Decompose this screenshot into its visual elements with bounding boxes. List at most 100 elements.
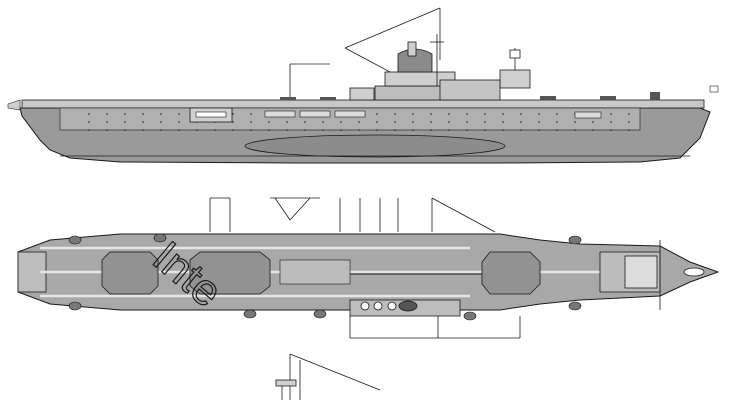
porthole	[502, 113, 504, 115]
porthole	[520, 121, 522, 123]
porthole	[466, 113, 468, 115]
porthole	[196, 129, 198, 131]
partial-view	[275, 353, 381, 400]
porthole	[376, 121, 378, 123]
boat	[299, 110, 331, 118]
island-plan	[349, 299, 521, 339]
deck-mounts	[280, 92, 660, 100]
boat	[195, 111, 227, 118]
porthole	[124, 121, 126, 123]
porthole	[538, 129, 540, 131]
porthole	[430, 113, 432, 115]
deck-panel	[279, 259, 351, 285]
side-view	[7, 7, 719, 164]
porthole	[628, 121, 630, 123]
porthole	[178, 121, 180, 123]
porthole	[286, 121, 288, 123]
porthole	[106, 129, 108, 131]
porthole	[556, 121, 558, 123]
porthole	[610, 113, 612, 115]
porthole	[394, 113, 396, 115]
porthole	[304, 129, 306, 131]
porthole	[574, 121, 576, 123]
porthole	[376, 129, 378, 131]
porthole	[142, 129, 144, 131]
porthole	[268, 129, 270, 131]
boat	[334, 110, 366, 118]
porthole	[484, 121, 486, 123]
porthole	[574, 129, 576, 131]
porthole	[124, 129, 126, 131]
island	[349, 34, 531, 101]
porthole	[214, 129, 216, 131]
porthole	[484, 129, 486, 131]
porthole	[466, 129, 468, 131]
porthole	[412, 121, 414, 123]
porthole	[394, 121, 396, 123]
porthole	[430, 121, 432, 123]
porthole	[430, 129, 432, 131]
porthole-rows	[88, 113, 630, 131]
hull-bulge	[244, 134, 506, 158]
porthole	[448, 129, 450, 131]
porthole	[160, 129, 162, 131]
porthole	[88, 121, 90, 123]
porthole	[412, 113, 414, 115]
porthole	[340, 121, 342, 123]
porthole	[88, 129, 90, 131]
porthole	[268, 121, 270, 123]
deck-elevators	[101, 251, 541, 295]
porthole	[178, 129, 180, 131]
boat	[574, 111, 602, 119]
porthole	[178, 113, 180, 115]
porthole	[322, 129, 324, 131]
porthole	[124, 113, 126, 115]
porthole	[358, 129, 360, 131]
porthole	[520, 129, 522, 131]
porthole	[160, 121, 162, 123]
porthole	[322, 121, 324, 123]
porthole	[448, 121, 450, 123]
porthole	[556, 113, 558, 115]
porthole	[250, 121, 252, 123]
porthole	[412, 129, 414, 131]
porthole	[484, 113, 486, 115]
top-view: Inte	[17, 197, 720, 339]
flight-deck-edge	[21, 99, 705, 109]
porthole	[376, 113, 378, 115]
porthole	[538, 121, 540, 123]
porthole	[556, 129, 558, 131]
porthole	[628, 113, 630, 115]
side-sponsons	[68, 233, 582, 321]
porthole	[106, 113, 108, 115]
porthole	[250, 113, 252, 115]
porthole	[466, 121, 468, 123]
porthole	[232, 121, 234, 123]
flag-icon	[709, 85, 719, 93]
porthole	[358, 121, 360, 123]
bow-fittings	[599, 240, 705, 310]
porthole	[610, 121, 612, 123]
porthole	[538, 113, 540, 115]
porthole	[592, 129, 594, 131]
deck-rigging	[209, 197, 496, 233]
porthole	[142, 113, 144, 115]
porthole	[304, 121, 306, 123]
porthole	[502, 129, 504, 131]
porthole	[232, 129, 234, 131]
porthole	[448, 113, 450, 115]
porthole	[628, 129, 630, 131]
porthole	[106, 121, 108, 123]
porthole	[250, 129, 252, 131]
porthole	[610, 129, 612, 131]
porthole	[142, 121, 144, 123]
porthole	[232, 113, 234, 115]
porthole	[520, 113, 522, 115]
boat	[264, 110, 296, 118]
porthole	[286, 129, 288, 131]
porthole	[502, 121, 504, 123]
porthole	[160, 113, 162, 115]
porthole	[88, 113, 90, 115]
